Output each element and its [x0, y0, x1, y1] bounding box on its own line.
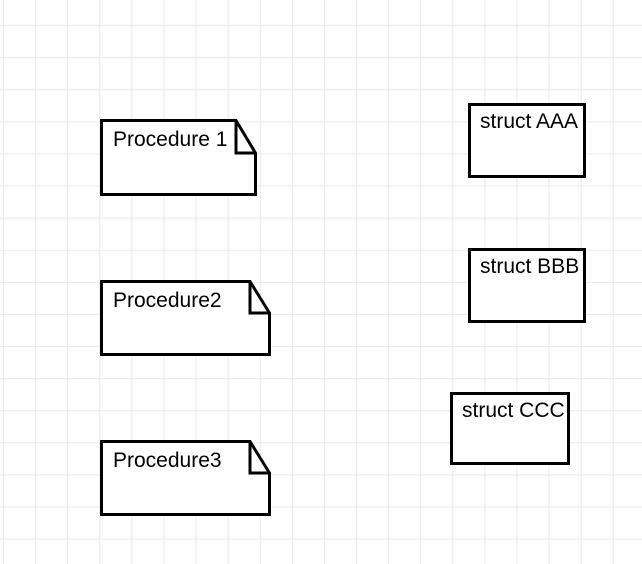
node-procedure-1[interactable]: Procedure 1: [100, 119, 257, 196]
node-procedure-2[interactable]: Procedure2: [100, 280, 271, 356]
node-struct-aaa[interactable]: struct AAA: [468, 103, 586, 178]
rectangle-shape-icon: [468, 248, 586, 323]
node-label-procedure-2: Procedure2: [113, 289, 222, 312]
node-label-procedure-1: Procedure 1: [113, 128, 228, 151]
document-shape-icon: [100, 119, 257, 196]
node-label-struct-aaa: struct AAA: [480, 110, 579, 133]
node-label-struct-bbb: struct BBB: [480, 255, 580, 278]
document-shape-icon: [100, 280, 271, 356]
rectangle-shape-icon: [468, 103, 586, 178]
node-struct-ccc[interactable]: struct CCC: [450, 392, 570, 465]
node-procedure-3[interactable]: Procedure3: [100, 440, 271, 516]
node-label-struct-ccc: struct CCC: [462, 399, 565, 422]
node-struct-bbb[interactable]: struct BBB: [468, 248, 586, 323]
rectangle-shape-icon: [450, 392, 570, 465]
node-label-procedure-3: Procedure3: [113, 449, 222, 472]
document-shape-icon: [100, 440, 271, 516]
